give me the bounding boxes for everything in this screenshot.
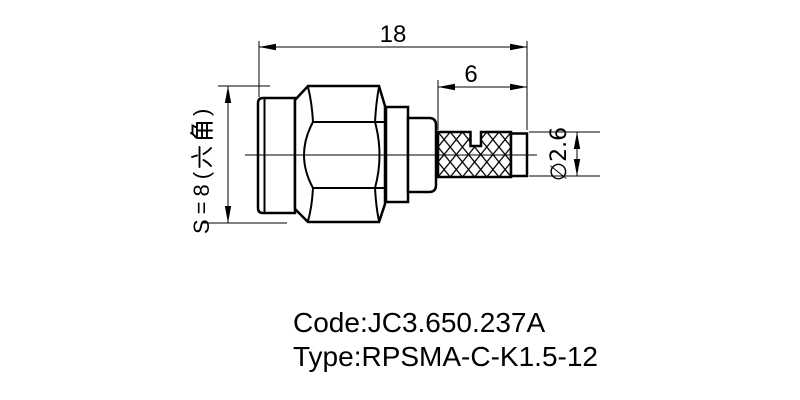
dim-text-18: 18 (380, 21, 407, 48)
hex-size-suffix: ) (189, 104, 214, 116)
dim-hex-size: S=8( ) (189, 85, 287, 234)
dim-diameter: ∅2.6 (529, 127, 600, 181)
hex-facet-lines (313, 121, 385, 189)
arrowhead-top (573, 132, 581, 149)
dim-text-6: 6 (464, 61, 477, 88)
hanzi-jiao-icon (190, 122, 213, 139)
knurl-notch (470, 129, 481, 146)
arrowhead-right (510, 43, 527, 51)
arrowhead-right (510, 83, 527, 91)
hex-size-label: S=8( ) (189, 104, 214, 234)
arrowhead-left (259, 43, 276, 51)
hex-size-prefix: S=8( (189, 167, 214, 234)
diameter-label: ∅2.6 (547, 127, 572, 181)
type-text: Type:RPSMA-C-K1.5-12 (293, 341, 598, 372)
code-text: Code:JC3.650.237A (293, 307, 546, 338)
arrowhead-bottom (224, 206, 232, 223)
dim-overall-length: 18 (258, 21, 528, 130)
arrowhead-left (438, 83, 455, 91)
dim-knurl-length: 6 (437, 61, 527, 130)
arrowhead-bottom (573, 159, 581, 176)
arrowhead-top (224, 86, 232, 103)
hex-nut-outline (293, 84, 387, 224)
hanzi-liu-icon (191, 146, 212, 168)
